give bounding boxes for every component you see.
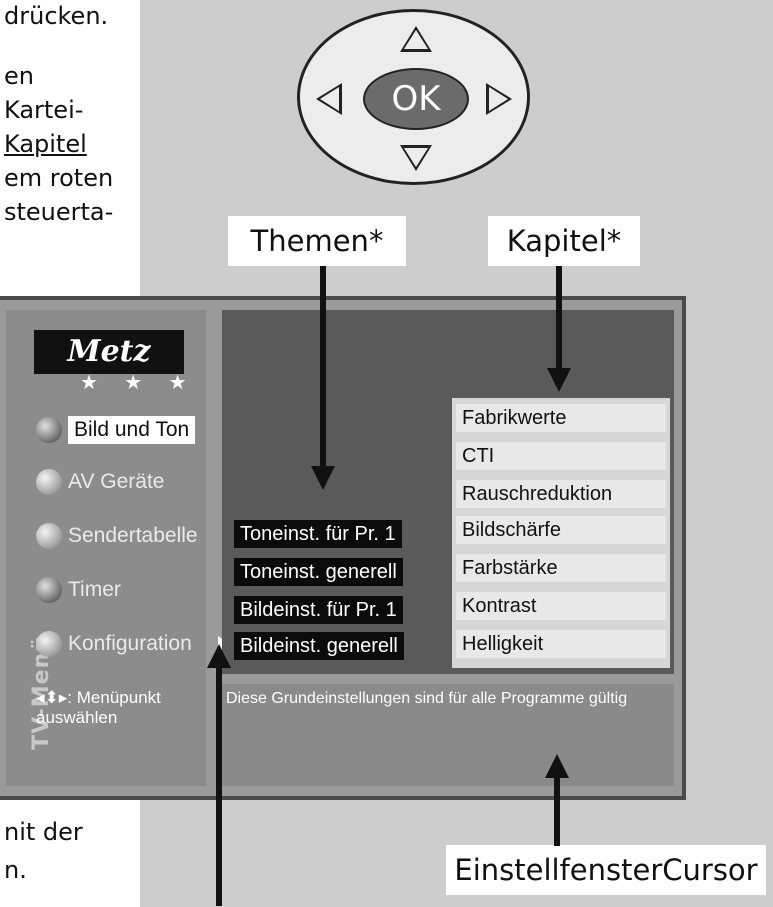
menu-item-label: Sendertabelle: [68, 524, 198, 547]
chapter-item[interactable]: Rauschreduktion: [456, 480, 666, 508]
menu-item-label: Konfiguration: [68, 632, 192, 655]
menu-ball-icon: [36, 631, 62, 657]
chapter-item[interactable]: Farbstärke: [456, 554, 666, 582]
menu-ball-icon: [36, 469, 62, 495]
callout-themen: Themen*: [228, 216, 406, 266]
topic-item-selected[interactable]: Bildeinst. generell: [234, 632, 404, 660]
manual-line: em roten: [4, 164, 114, 192]
menu-item-label: Bild und Ton: [68, 416, 196, 444]
ok-button[interactable]: OK: [363, 68, 469, 130]
topic-item[interactable]: Toneinst. für Pr. 1: [234, 520, 402, 548]
info-text: Diese Grundeinstellungen sind für alle P…: [226, 690, 628, 707]
tv-side-panel: [6, 310, 206, 786]
logo-stars: ★ ★ ★: [80, 370, 197, 394]
themen-arrow-line: [320, 266, 326, 470]
cursor-arrow-head-icon: [207, 644, 231, 668]
tv-info-panel: Diese Grundeinstellungen sind für alle P…: [222, 684, 674, 786]
arrow-up-icon[interactable]: [400, 26, 432, 52]
menu-ball-icon: [36, 577, 62, 603]
cursor-arrow-line: [216, 666, 222, 906]
menu-hint: ◂⬍▸: Menüpunkt auswählen: [36, 688, 161, 727]
chapter-item[interactable]: CTI: [456, 442, 666, 470]
manual-line: Kapitel: [4, 130, 87, 158]
arrow-right-icon[interactable]: [486, 83, 512, 115]
chapter-item[interactable]: Bildschärfe: [456, 516, 666, 544]
manual-line: drücken.: [4, 2, 109, 30]
callout-kapitel: Kapitel*: [488, 216, 640, 266]
manual-line: Kartei-: [4, 96, 84, 124]
kapitel-arrow-line: [556, 266, 562, 372]
callout-einstellfenster-cursor: EinstellfensterCursor: [446, 845, 766, 895]
chapter-item[interactable]: Helligkeit: [456, 630, 666, 658]
einstell-arrow-head-icon: [545, 754, 569, 778]
manual-line: steuerta-: [4, 198, 114, 226]
chapter-item[interactable]: Fabrikwerte: [456, 404, 666, 432]
manual-line: en: [4, 62, 34, 90]
arrow-down-icon[interactable]: [400, 145, 432, 171]
chapter-item[interactable]: Kontrast: [456, 592, 666, 620]
menu-item-bild-und-ton[interactable]: Bild und Ton: [36, 412, 196, 448]
menu-item-konfiguration[interactable]: Konfiguration: [36, 626, 192, 662]
menu-item-sendertabelle[interactable]: Sendertabelle: [36, 518, 198, 554]
menu-item-timer[interactable]: Timer: [36, 572, 121, 608]
metz-logo: Metz: [34, 330, 184, 374]
remote-dpad[interactable]: OK: [297, 9, 530, 185]
topic-item[interactable]: Bildeinst. für Pr. 1: [234, 596, 403, 624]
arrow-left-icon[interactable]: [316, 83, 342, 115]
themen-arrow-head-icon: [311, 466, 335, 490]
manual-text-bottom: nit der n.: [0, 800, 140, 907]
topic-item[interactable]: Toneinst. generell: [234, 558, 403, 586]
tv-main-panel: Fabrikwerte CTI Rauschreduktion Bildschä…: [222, 310, 674, 674]
einstell-arrow-line: [554, 776, 560, 846]
chapter-list: Fabrikwerte CTI Rauschreduktion Bildschä…: [452, 398, 670, 668]
manual-line: n.: [4, 856, 27, 884]
menu-item-label: Timer: [68, 578, 121, 601]
manual-text-top: drücken. en Kartei- Kapitel em roten ste…: [0, 0, 140, 300]
menu-ball-icon: [36, 523, 62, 549]
kapitel-arrow-head-icon: [547, 368, 571, 392]
menu-ball-icon: [36, 417, 62, 443]
manual-line: nit der: [4, 818, 83, 846]
tv-menu-screen: TV-Menü Metz ★ ★ ★ Bild und Ton AV Gerät…: [0, 296, 686, 800]
menu-item-av-geraete[interactable]: AV Geräte: [36, 464, 165, 500]
menu-item-label: AV Geräte: [68, 470, 165, 493]
